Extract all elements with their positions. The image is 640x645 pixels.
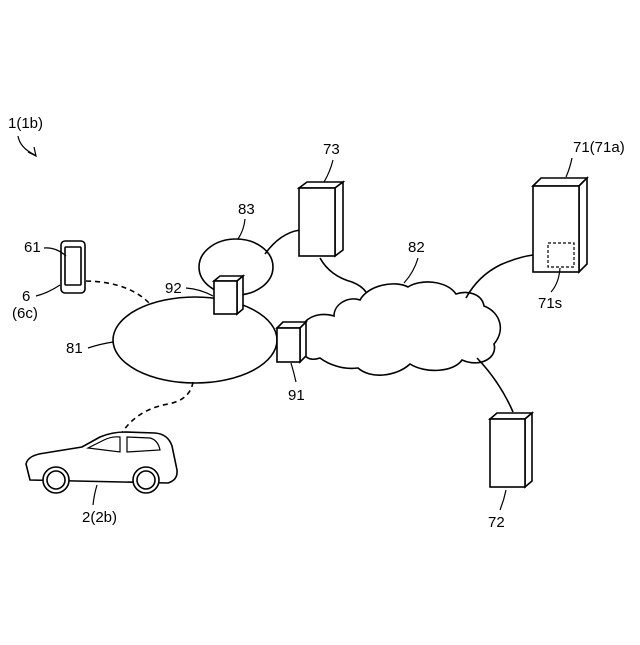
network-81-ellipse — [113, 297, 277, 383]
terminal-6 — [61, 241, 85, 293]
vehicle-2-leader — [93, 485, 97, 505]
link-73-to-82 — [320, 258, 366, 292]
network-82-cloud — [303, 282, 500, 375]
terminal-6-label: 6 — [22, 288, 30, 305]
server-72-leader — [500, 490, 506, 510]
server-73 — [299, 182, 343, 256]
server-73-leader — [324, 160, 333, 182]
gateway-92 — [214, 276, 243, 314]
network-83-leader — [238, 219, 245, 239]
vehicle-2-label: 2(2b) — [82, 509, 117, 526]
server-72-label: 72 — [488, 514, 505, 531]
system-arrow — [18, 136, 36, 156]
server-71-leader — [566, 158, 572, 177]
gateway-92-leader — [186, 288, 213, 296]
server-72 — [490, 413, 532, 487]
network-82-leader — [404, 258, 418, 283]
link-vehicle-to-81 — [120, 382, 193, 436]
system-label: 1(1b) — [8, 115, 43, 132]
network-81-leader — [88, 342, 113, 348]
network-82-label: 82 — [408, 239, 425, 256]
gateway-91 — [277, 322, 306, 362]
storage-71s-label: 71s — [538, 295, 562, 312]
terminal-6-leader — [36, 285, 60, 296]
server-71 — [533, 178, 587, 272]
terminal-6c-label: (6c) — [12, 305, 38, 322]
link-82-to-72 — [477, 358, 513, 412]
vehicle-2 — [26, 432, 177, 493]
server-73-label: 73 — [323, 141, 340, 158]
network-83-label: 83 — [238, 201, 255, 218]
link-83-to-73 — [265, 230, 300, 254]
link-82-to-71 — [466, 255, 533, 298]
gateway-92-label: 92 — [165, 280, 182, 297]
display-61-label: 61 — [24, 239, 41, 256]
gateway-91-label: 91 — [288, 387, 305, 404]
network-81-label: 81 — [66, 340, 83, 357]
server-71-label: 71(71a) — [573, 139, 625, 156]
gateway-91-leader — [291, 363, 296, 382]
link-terminal-to-81 — [86, 281, 151, 305]
